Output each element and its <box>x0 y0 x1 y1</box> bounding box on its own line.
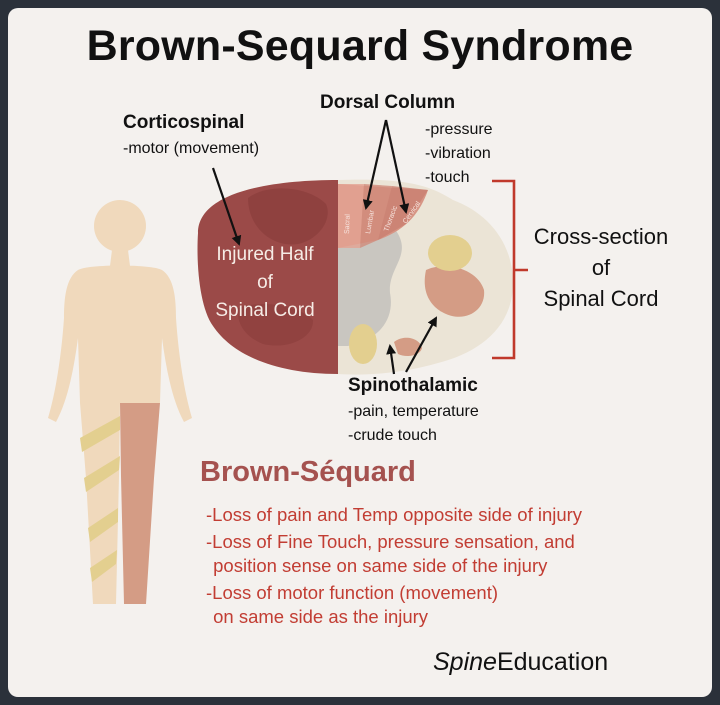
body-right-leg <box>120 403 160 604</box>
diagram-graphics: Sacral Lumbar Thoracic Cervical <box>48 119 528 604</box>
dorsal-column-heading: Dorsal Column <box>320 92 456 113</box>
brand-logo: SpineEducation <box>433 648 608 677</box>
yellow-tract-dorsolateral <box>428 235 472 271</box>
brand-italic: Spine <box>433 648 497 676</box>
spinothalamic-heading: Spinothalamic <box>348 375 478 396</box>
spinothalamic-item-crude: -crude touch <box>348 427 437 444</box>
body-head <box>94 200 146 252</box>
body-torso <box>48 265 192 422</box>
dorsal-arrow-left <box>362 119 388 210</box>
summary-heading: Brown-Séquard <box>200 456 416 488</box>
injured-half-label: Injured Half of Spinal Cord <box>190 241 340 325</box>
dorsal-item-touch: -touch <box>425 169 470 186</box>
corticospinal-arrow <box>211 167 242 246</box>
injured-line-2: of <box>257 272 273 293</box>
summary-line-5: on same side as the injury <box>208 606 429 627</box>
corticospinal-heading: Corticospinal <box>123 112 245 133</box>
brand-regular: Education <box>496 648 609 676</box>
cross-section-bracket <box>492 179 528 360</box>
page-title: Brown-Sequard Syndrome <box>86 22 634 70</box>
cross-section-line-1: Cross-section <box>533 224 669 249</box>
dorsal-arrow-right <box>384 119 410 214</box>
summary-line-1: -Loss of pain and Temp opposite side of … <box>206 504 583 525</box>
infographic-card: Brown-Sequard Syndrome <box>8 8 712 697</box>
body-left-leg <box>80 403 120 604</box>
injured-line-1: Injured Half <box>216 244 314 265</box>
injured-line-3: Spinal Cord <box>215 300 315 321</box>
tract-label-sacral: Sacral <box>344 214 352 235</box>
dorsal-item-pressure: -pressure <box>425 121 493 138</box>
tract-label-lumbar: Lumbar <box>365 209 376 234</box>
summary-line-4: -Loss of motor function (movement) <box>206 582 498 603</box>
spinothalamic-tract <box>424 266 485 317</box>
human-body-figure <box>48 200 192 604</box>
yellow-tract-ventral <box>349 324 377 364</box>
corticospinal-desc: -motor (movement) <box>123 140 260 157</box>
label-arrows <box>211 119 437 375</box>
dermatome-stripes <box>80 416 120 582</box>
summary-line-2: -Loss of Fine Touch, pressure sensation,… <box>206 531 575 552</box>
spinothalamic-arrow-right <box>405 316 437 373</box>
spinothalamic-arrow-left <box>386 344 397 375</box>
summary-line-3: position sense on same side of the injur… <box>208 555 548 576</box>
cross-section-line-3: Spinal Cord <box>543 286 659 311</box>
cross-section-label: Cross-section of Spinal Cord <box>526 221 676 314</box>
spinothalamic-item-pain: -pain, temperature <box>348 403 479 420</box>
dorsal-item-vibration: -vibration <box>425 145 491 162</box>
body-neck <box>110 250 130 266</box>
cross-section-line-2: of <box>591 255 611 280</box>
